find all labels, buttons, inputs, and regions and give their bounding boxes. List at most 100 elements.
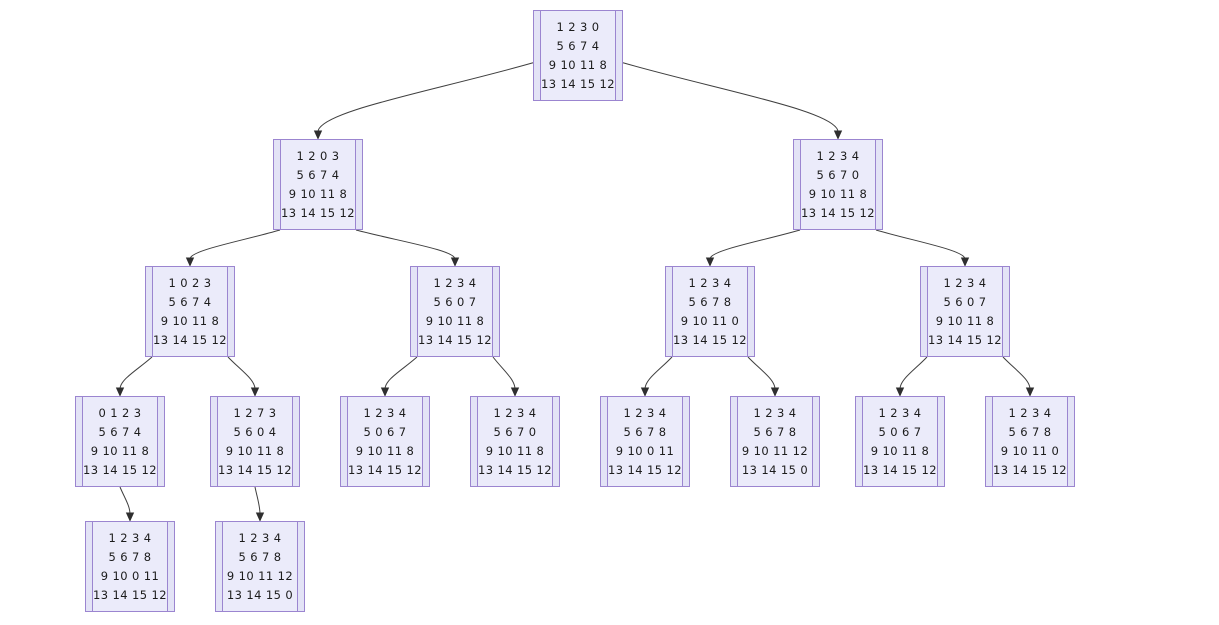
puzzle-row: 5 6 7 4: [296, 167, 340, 182]
puzzle-row: 5 6 7 4: [98, 424, 142, 439]
puzzle-row: 1 2 3 4: [363, 405, 407, 420]
puzzle-row: 13 14 15 12: [83, 462, 157, 477]
puzzle-row: 1 2 3 4: [1008, 405, 1052, 420]
puzzle-row: 1 2 3 4: [623, 405, 667, 420]
puzzle-row: 5 6 0 7: [433, 294, 477, 309]
arrowhead-icon: [125, 512, 135, 522]
arrowhead-icon: [380, 387, 390, 397]
puzzle-row: 5 6 7 4: [556, 38, 600, 53]
tree-edge: [747, 356, 776, 390]
tree-edge: [899, 356, 928, 390]
arrowhead-icon: [895, 387, 905, 397]
puzzle-row: 13 14 15 12: [348, 462, 422, 477]
puzzle-row: 13 14 15 0: [226, 587, 294, 602]
puzzle-row: 1 2 3 4: [238, 530, 282, 545]
puzzle-state-grid: 1 2 3 4 5 6 7 8 9 10 11 12 13 14 15 0: [222, 522, 298, 611]
puzzle-row: 9 10 11 8: [90, 443, 150, 458]
puzzle-row: 5 6 0 7: [943, 294, 987, 309]
puzzle-row: 13 14 15 12: [93, 587, 167, 602]
tree-edge: [227, 356, 256, 390]
puzzle-row: 9 10 11 8: [548, 57, 608, 72]
puzzle-row: 9 10 11 8: [425, 313, 485, 328]
puzzle-row: 5 6 7 8: [108, 549, 152, 564]
arrowhead-icon: [1025, 387, 1035, 397]
tree-edge: [317, 62, 534, 133]
puzzle-row: 13 14 15 12: [418, 332, 492, 347]
puzzle-row: 13 14 15 0: [741, 462, 809, 477]
arrowhead-icon: [115, 387, 125, 397]
puzzle-row: 1 2 3 4: [493, 405, 537, 420]
tree-edge: [622, 62, 839, 133]
tree-edge: [189, 229, 281, 260]
puzzle-row: 5 6 7 4: [168, 294, 212, 309]
puzzle-row: 1 2 7 3: [233, 405, 277, 420]
tree-edge: [709, 229, 801, 260]
puzzle-state-grid: 0 1 2 3 5 6 7 4 9 10 11 8 13 14 15 12: [82, 397, 158, 486]
puzzle-row: 5 6 7 8: [238, 549, 282, 564]
puzzle-row: 1 2 3 4: [753, 405, 797, 420]
puzzle-row: 13 14 15 12: [801, 205, 875, 220]
tree-edge: [644, 356, 673, 390]
puzzle-row: 1 2 0 3: [296, 148, 340, 163]
puzzle-row: 5 6 0 4: [233, 424, 277, 439]
puzzle-row: 13 14 15 12: [478, 462, 552, 477]
puzzle-row: 9 10 0 11: [615, 443, 675, 458]
arrowhead-icon: [510, 387, 520, 397]
puzzle-row: 13 14 15 12: [673, 332, 747, 347]
puzzle-row: 5 6 7 8: [688, 294, 732, 309]
puzzle-row: 9 10 0 11: [100, 568, 160, 583]
puzzle-row: 9 10 11 8: [808, 186, 868, 201]
arrowhead-icon: [255, 512, 265, 522]
puzzle-row: 1 2 3 4: [816, 148, 860, 163]
puzzle-row: 9 10 11 8: [485, 443, 545, 458]
puzzle-row: 13 14 15 12: [993, 462, 1067, 477]
puzzle-row: 9 10 11 12: [226, 568, 294, 583]
puzzle-state-node: 1 2 3 4 5 6 0 7 9 10 11 8 13 14 15 12: [410, 266, 500, 357]
tree-edge: [355, 229, 456, 260]
puzzle-row: 13 14 15 12: [928, 332, 1002, 347]
arrowhead-icon: [833, 130, 843, 140]
tree-edge: [119, 356, 153, 390]
puzzle-row: 13 14 15 12: [153, 332, 227, 347]
puzzle-row: 9 10 11 8: [870, 443, 930, 458]
puzzle-row: 13 14 15 12: [863, 462, 937, 477]
puzzle-row: 13 14 15 12: [218, 462, 292, 477]
arrowhead-icon: [450, 257, 460, 267]
tree-edge: [119, 486, 131, 515]
arrowhead-icon: [313, 130, 323, 140]
puzzle-row: 0 1 2 3: [98, 405, 142, 420]
puzzle-row: 5 6 7 8: [1008, 424, 1052, 439]
puzzle-row: 1 2 3 4: [433, 275, 477, 290]
puzzle-row: 1 2 3 4: [688, 275, 732, 290]
puzzle-row: 13 14 15 12: [281, 205, 355, 220]
puzzle-row: 13 14 15 12: [541, 76, 615, 91]
puzzle-row: 1 0 2 3: [168, 275, 212, 290]
arrowhead-icon: [770, 387, 780, 397]
puzzle-row: 5 6 7 8: [623, 424, 667, 439]
